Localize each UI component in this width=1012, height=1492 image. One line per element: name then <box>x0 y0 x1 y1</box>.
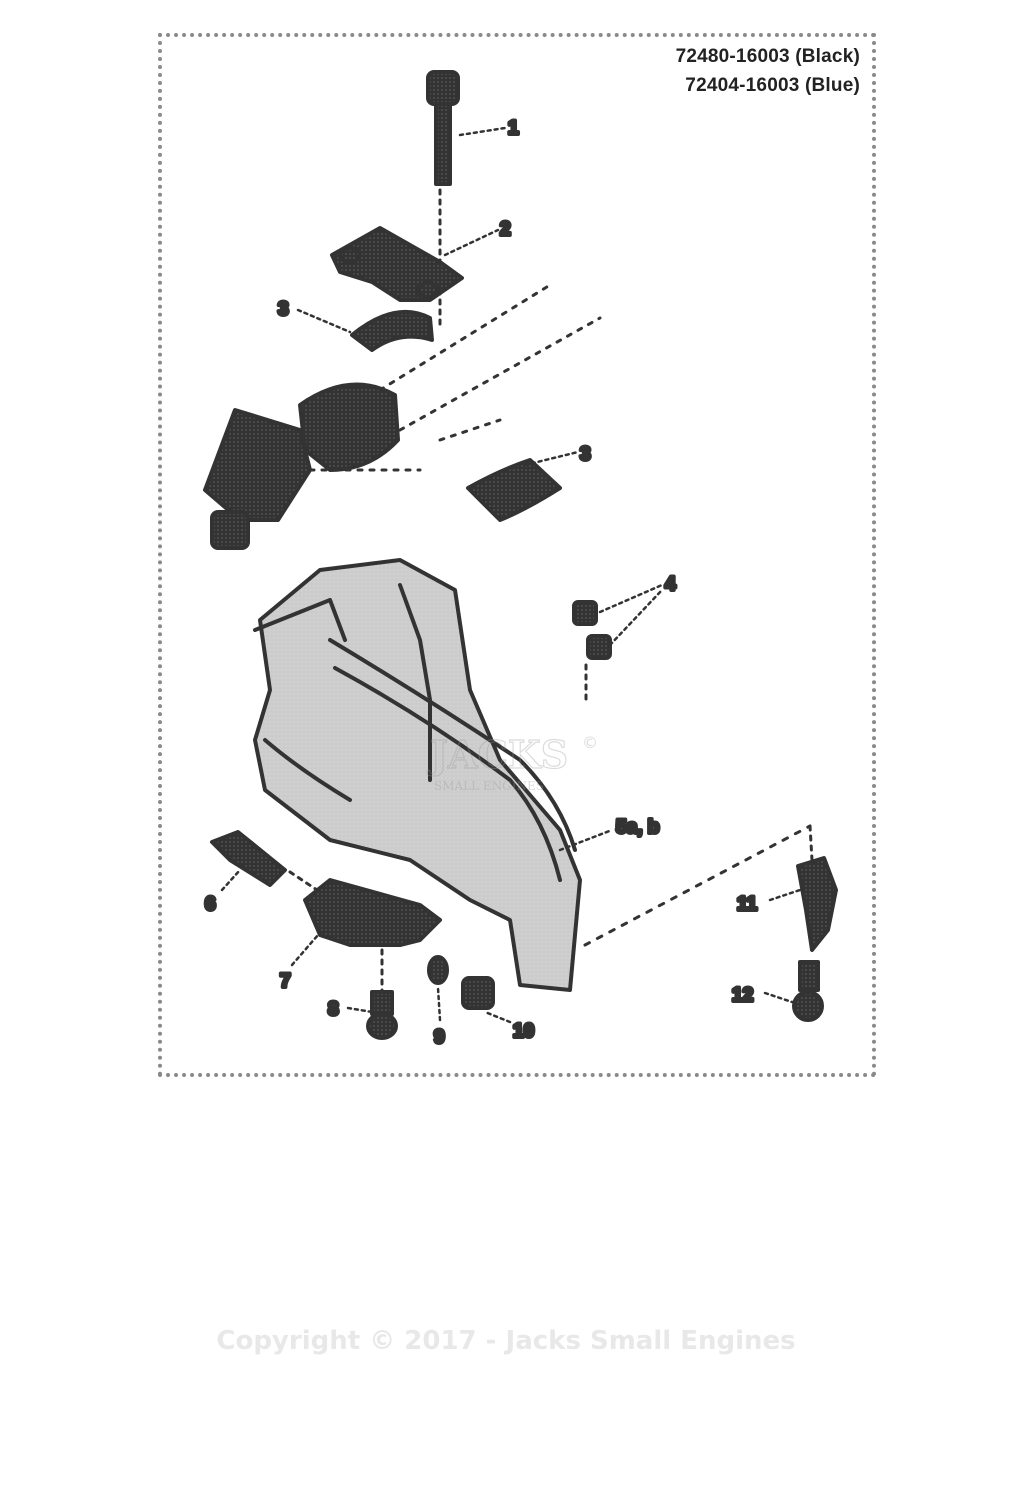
part-3-shell-upper <box>350 309 434 352</box>
part-6-bolt <box>210 830 322 894</box>
part-10-nut <box>461 976 495 1010</box>
part-4-nuts <box>572 600 612 702</box>
callout-8: 8 <box>328 999 339 1020</box>
part-number-blue: 72404-16003 (Blue) <box>685 75 860 96</box>
callout-10: 10 <box>513 1021 534 1042</box>
part-7-bracket <box>303 878 442 947</box>
shaft-tube <box>378 283 602 442</box>
part-number-black: 72480-16003 (Black) <box>675 46 860 67</box>
callout-11: 11 <box>737 894 758 915</box>
callout-3-upper: 3 <box>278 299 289 320</box>
part-11-link <box>583 824 838 952</box>
callout-1: 1 <box>508 118 519 139</box>
leader-lines <box>220 126 802 1024</box>
watermark-subtitle: SMALL ENGINES <box>434 779 544 793</box>
guard-body <box>253 558 582 992</box>
part-12-bolt <box>792 960 824 1022</box>
callout-3-lower: 3 <box>580 444 591 465</box>
callout-2: 2 <box>500 219 511 240</box>
callout-6: 6 <box>205 894 216 915</box>
jacks-watermark-logo: JACKS © SMALL ENGINES <box>426 731 598 793</box>
callout-9: 9 <box>434 1027 445 1048</box>
copyright-footer: Copyright © 2017 - Jacks Small Engines <box>216 1326 796 1356</box>
engine-housing <box>203 382 422 550</box>
callout-4: 4 <box>665 574 676 595</box>
part-2-clamp <box>330 226 464 302</box>
callout-5: 5a, b <box>616 817 659 838</box>
diagram-border <box>158 33 876 1077</box>
callout-7: 7 <box>280 971 291 992</box>
watermark-copyright-mark: © <box>582 733 598 752</box>
part-3-shell-lower <box>466 458 562 522</box>
part-8-bolt <box>366 948 398 1040</box>
callout-12: 12 <box>732 985 753 1006</box>
watermark-brand: JACKS <box>427 732 568 777</box>
part-9-washer <box>427 955 449 985</box>
